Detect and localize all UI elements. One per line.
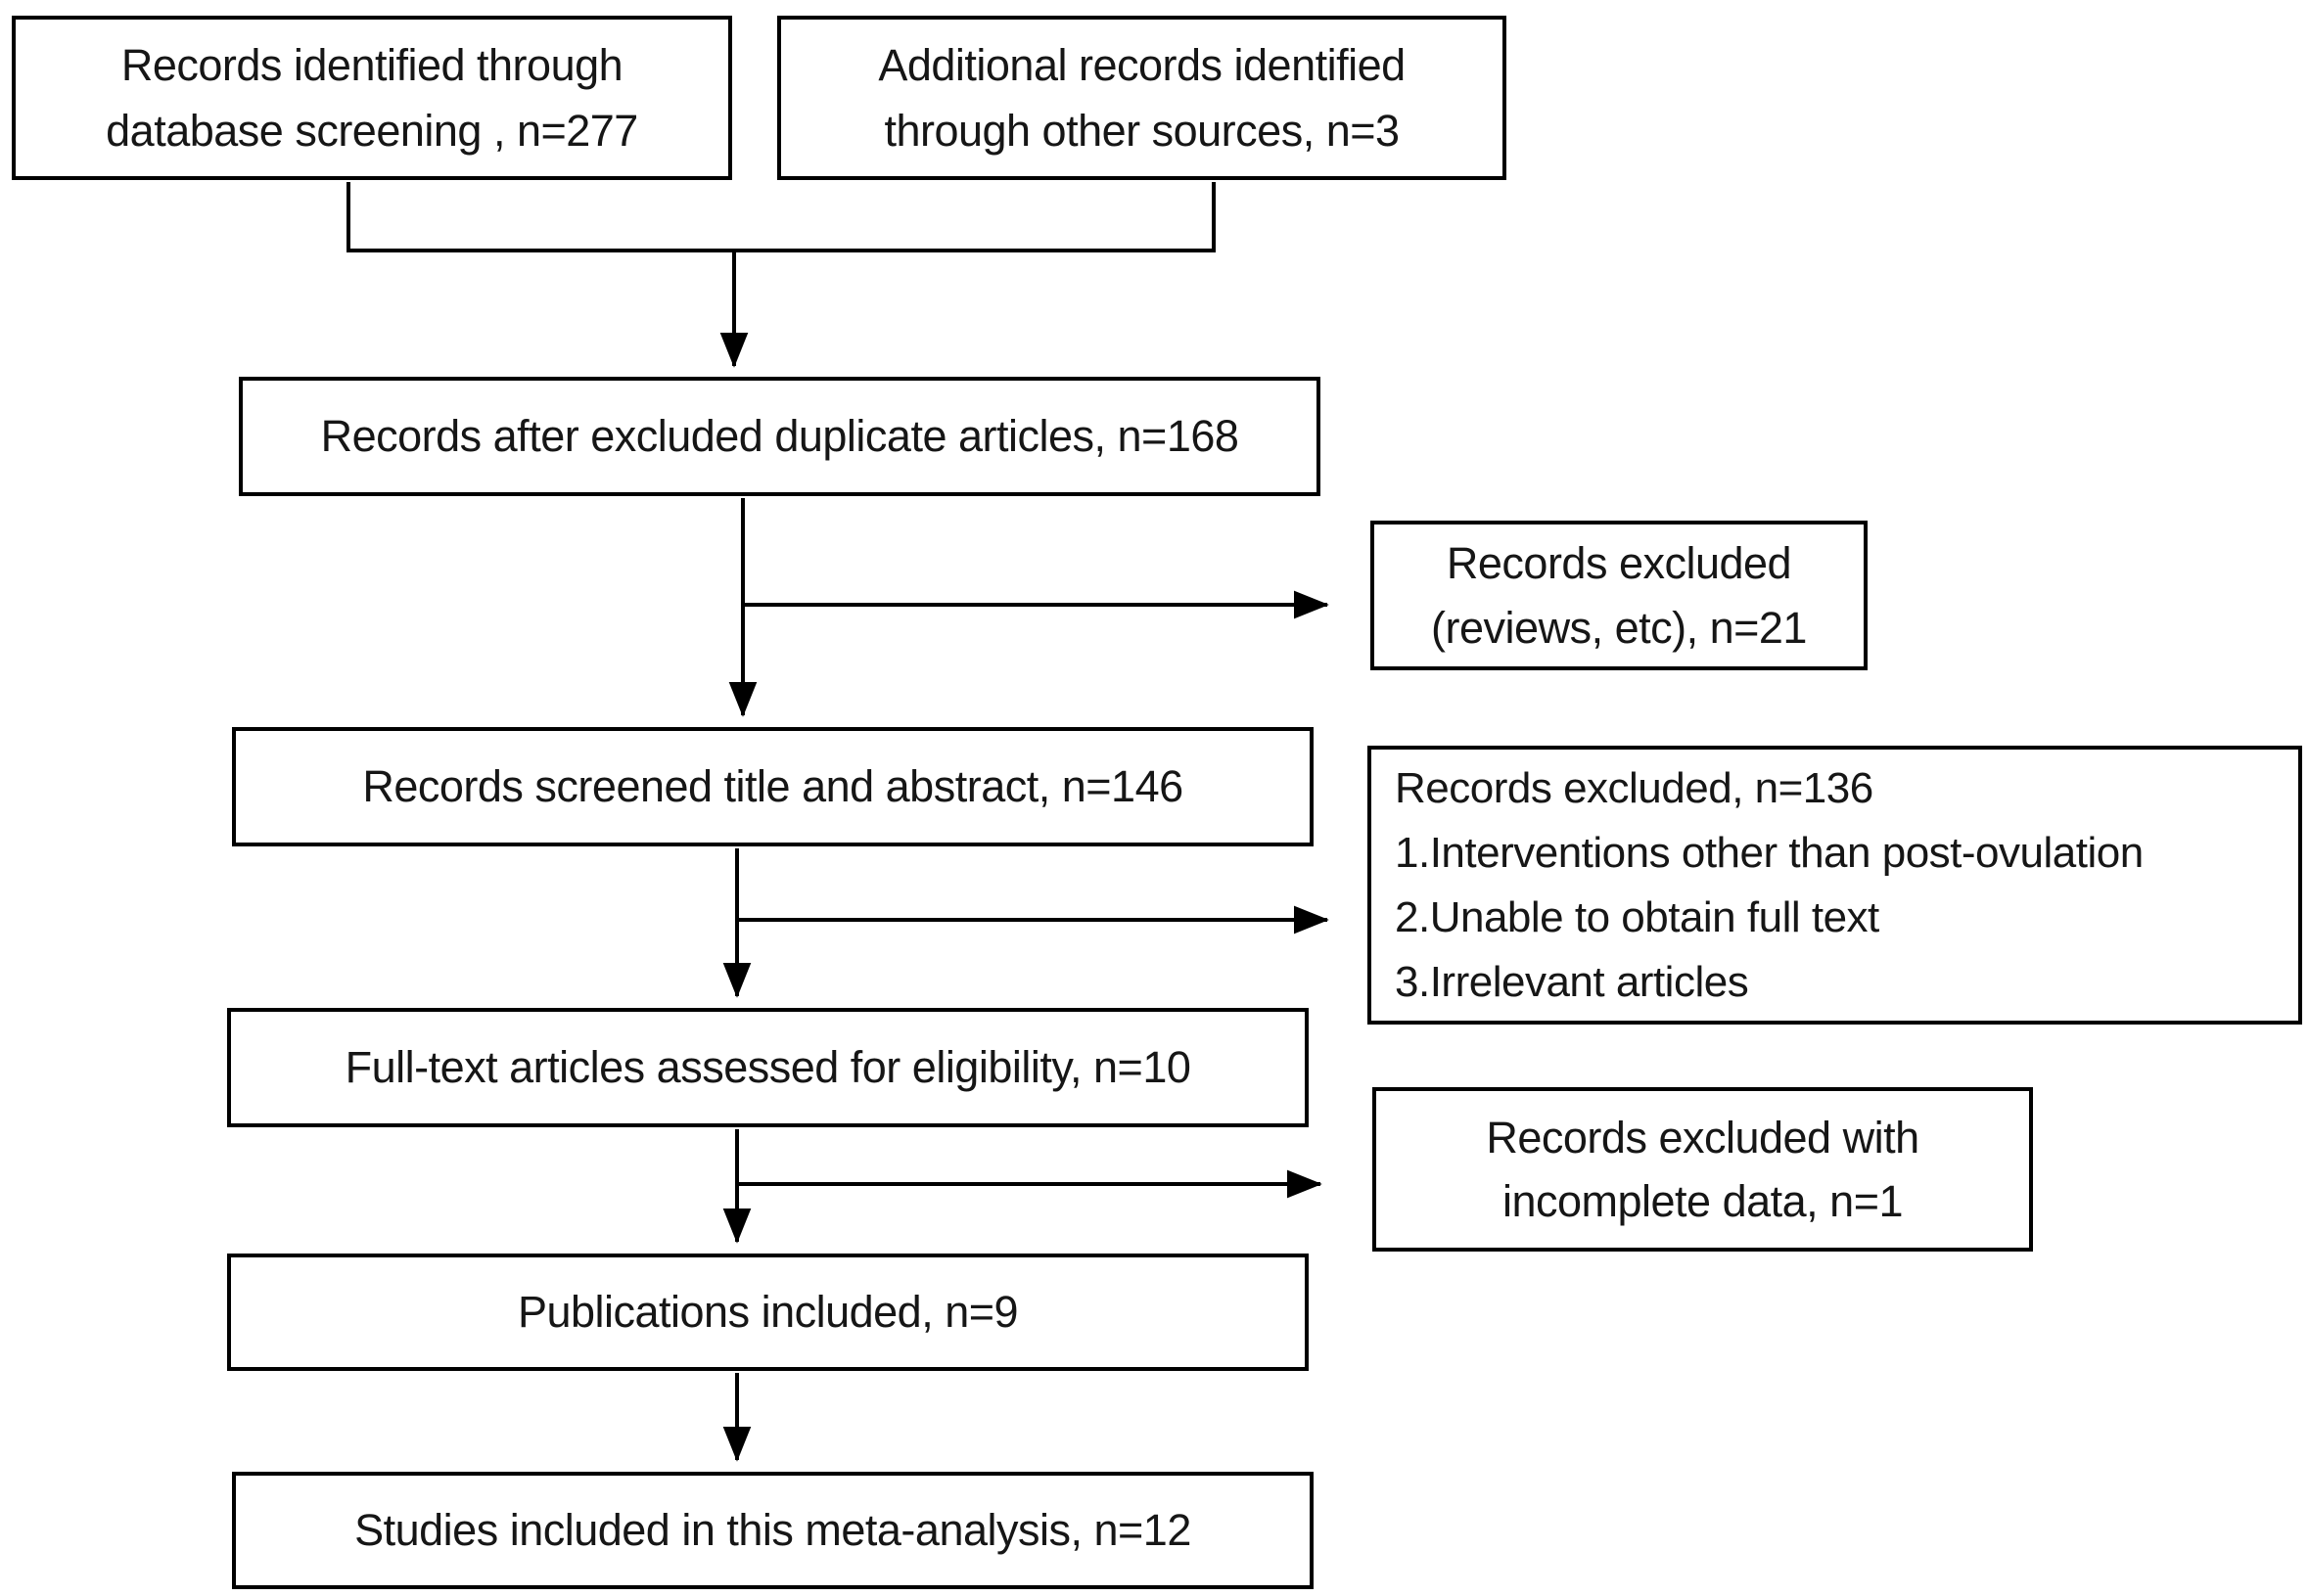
box-line: Additional records identified (878, 39, 1406, 90)
box-line: through other sources, n=3 (884, 106, 1400, 156)
box-records-screened-title-abstract: Records screened title and abstract, n=1… (232, 727, 1314, 846)
box-studies-included-meta-analysis: Studies included in this meta-analysis, … (232, 1472, 1314, 1589)
box-line: 3.Irrelevant articles (1395, 957, 1749, 1006)
box-records-after-duplicates-removed: Records after excluded duplicate article… (239, 377, 1320, 496)
box-line: 1.Interventions other than post-ovulatio… (1395, 828, 2144, 877)
box-line: incomplete data, n=1 (1501, 1176, 1904, 1226)
box-records-excluded-reviews: Records excluded (reviews, etc), n=21 (1370, 521, 1868, 670)
box-line: (reviews, etc), n=21 (1431, 602, 1807, 653)
box-line: Records after excluded duplicate article… (320, 411, 1239, 462)
box-additional-records-other-sources: Additional records identified through ot… (777, 16, 1506, 180)
box-records-excluded-screening-reasons: Records excluded, n=136 1.Interventions … (1367, 746, 2302, 1025)
box-line: 2.Unable to obtain full text (1395, 892, 1879, 941)
box-records-identified-database: Records identified through database scre… (12, 16, 732, 180)
box-publications-included: Publications included, n=9 (227, 1254, 1309, 1371)
box-line: Publications included, n=9 (517, 1287, 1019, 1338)
box-line: Records excluded, n=136 (1395, 763, 1873, 812)
box-line: database screening , n=277 (106, 106, 638, 156)
box-line: Records excluded with (1486, 1112, 1919, 1163)
box-fulltext-assessed-eligibility: Full-text articles assessed for eligibil… (227, 1008, 1309, 1127)
box-line: Records identified through (120, 39, 623, 90)
box-line: Records screened title and abstract, n=1… (362, 761, 1183, 812)
box-line: Records excluded (1446, 538, 1792, 589)
box-records-excluded-incomplete-data: Records excluded with incomplete data, n… (1372, 1087, 2033, 1252)
box-line: Studies included in this meta-analysis, … (354, 1505, 1191, 1556)
box-line: Full-text articles assessed for eligibil… (345, 1042, 1191, 1093)
